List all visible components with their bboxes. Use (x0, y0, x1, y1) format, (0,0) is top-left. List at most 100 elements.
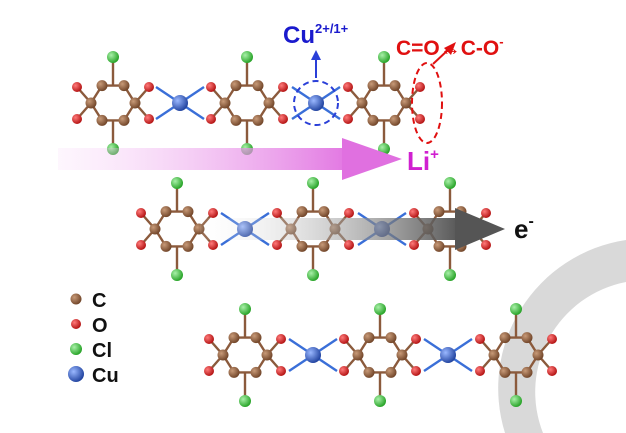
chlorine-atom (444, 177, 456, 189)
oxygen-atom (475, 334, 485, 344)
redox-label: C=O↔C-O- (396, 34, 504, 60)
oxygen-atom (208, 240, 218, 250)
chlorine-legend-swatch (70, 343, 82, 355)
oxygen-atom (415, 114, 425, 124)
carbon-atom (219, 97, 231, 109)
carbon-atom (385, 366, 397, 378)
carbon-atom (252, 80, 264, 92)
molecular-chain-top (72, 51, 425, 155)
carbon-atom (389, 114, 401, 126)
oxygen-atom (136, 208, 146, 218)
oxygen-atom (481, 240, 491, 250)
carbon-atom (389, 80, 401, 92)
carbon-atom (296, 240, 308, 252)
swoosh-icon (498, 240, 626, 433)
li-transport-arrow-icon (58, 138, 402, 180)
oxygen-atom (411, 366, 421, 376)
oxygen-atom (204, 366, 214, 376)
carbon-atom (230, 114, 242, 126)
carbon-atom (85, 97, 97, 109)
carbon-atom (318, 240, 330, 252)
carbon-legend-swatch (70, 293, 82, 305)
carbon-atom (160, 240, 172, 252)
carbon-atom (318, 206, 330, 218)
carbon-atom (356, 97, 368, 109)
carbon-atom (228, 366, 240, 378)
chlorine-atom (374, 303, 386, 315)
carbon-atom (363, 332, 375, 344)
oxygen-atom (481, 208, 491, 218)
oxygen-atom (547, 334, 557, 344)
chlorine-atom (374, 395, 386, 407)
oxygen-atom (409, 240, 419, 250)
cu-highlight-circle (293, 80, 339, 126)
chlorine-atom (307, 269, 319, 281)
carbon-atom (367, 80, 379, 92)
oxygen-atom (208, 208, 218, 218)
chlorine-atom (510, 395, 522, 407)
carbon-atom (521, 332, 533, 344)
oxygen-atom (339, 366, 349, 376)
oxygen-atom (272, 208, 282, 218)
chlorine-atom (510, 303, 522, 315)
carbon-atom (217, 349, 229, 361)
li-label: Li+ (407, 146, 439, 176)
carbon-atom (363, 366, 375, 378)
chlorine-atom (444, 269, 456, 281)
carbon-atom (488, 349, 500, 361)
oxygen-atom (475, 366, 485, 376)
oxygen-atom (547, 366, 557, 376)
carbon-atom (250, 332, 262, 344)
oxygen-atom (272, 240, 282, 250)
oxygen-atom (276, 334, 286, 344)
oxygen-atom (344, 240, 354, 250)
chlorine-atom (307, 177, 319, 189)
carbon-atom (96, 80, 108, 92)
carbon-atom (499, 366, 511, 378)
chlorine-atom (107, 51, 119, 63)
cu-label: Cu2+/1+ (283, 21, 349, 49)
oxygen-legend-swatch (71, 319, 81, 329)
carbon-atom (296, 206, 308, 218)
oxygen-atom (278, 82, 288, 92)
carbon-atom (261, 349, 273, 361)
carbon-atom (385, 332, 397, 344)
carbon-atom (118, 114, 130, 126)
legend-label-copper: Cu (92, 365, 119, 387)
copper-atom (440, 347, 456, 363)
oxygen-atom (144, 82, 154, 92)
co-arrow-icon (432, 49, 449, 65)
carbon-atom (182, 206, 194, 218)
carbon-atom (352, 349, 364, 361)
carbon-atom (400, 97, 412, 109)
molecular-chain-bottom (204, 303, 557, 407)
chlorine-atom (241, 51, 253, 63)
cu-valence-superscript: 2+/1+ (315, 21, 349, 36)
oxygen-atom (144, 114, 154, 124)
carbon-atom (396, 349, 408, 361)
chlorine-atom (171, 177, 183, 189)
oxygen-atom (136, 240, 146, 250)
oxygen-atom (278, 114, 288, 124)
carbon-atom (367, 114, 379, 126)
carbon-atom (149, 223, 161, 235)
oxygen-atom (206, 114, 216, 124)
co-highlight-ellipse (411, 62, 443, 144)
oxygen-atom (204, 334, 214, 344)
oxygen-atom (409, 208, 419, 218)
oxygen-atom (415, 82, 425, 92)
oxygen-atom (411, 334, 421, 344)
chlorine-atom (239, 395, 251, 407)
electron-label: e- (514, 213, 534, 244)
oxygen-atom (339, 334, 349, 344)
carbon-atom (433, 206, 445, 218)
carbon-atom (129, 97, 141, 109)
chlorine-atom (171, 269, 183, 281)
carbon-atom (230, 80, 242, 92)
carbon-atom (250, 366, 262, 378)
carbon-atom (118, 80, 130, 92)
carbon-atom (96, 114, 108, 126)
oxygen-atom (344, 208, 354, 218)
